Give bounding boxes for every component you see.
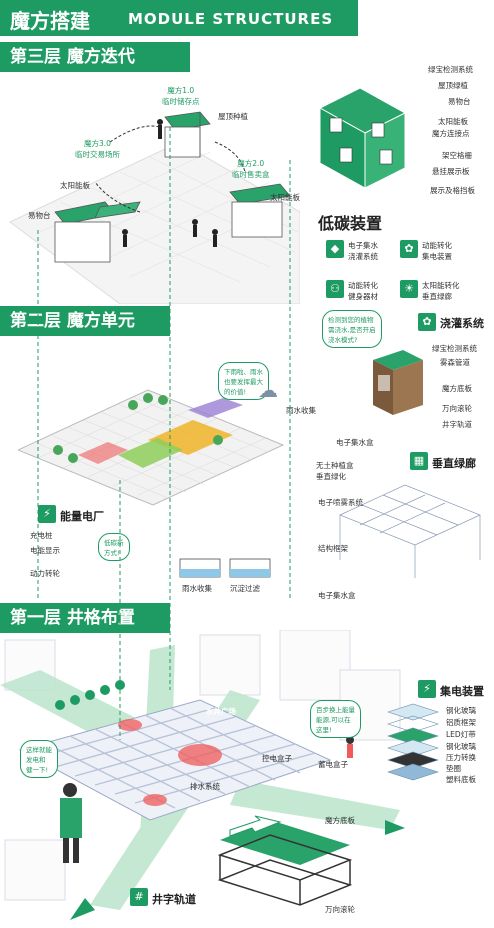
layer2-bubble: 下雨啦、雨水 也要发挥最大 的价值! <box>218 362 269 400</box>
cube-label-3: 太阳能板 <box>438 117 468 126</box>
wheel-label: 万向滚轮 <box>325 905 355 914</box>
lowcarbon-title: 低碳装置 <box>318 214 383 233</box>
irrigation-label-3: 万向滚轮 <box>442 404 472 413</box>
irrigation-tank-label: 电子集水盒 <box>336 438 374 447</box>
cube-3 <box>54 201 141 263</box>
shelf-label: 易物台 <box>28 211 51 220</box>
market-label: 水井广场 <box>206 707 236 716</box>
layer2-title: 第二层 魔方单元 <box>0 306 170 336</box>
cube-label-7: 展示及格挡板 <box>430 186 475 195</box>
layer3-title: 第三层 魔方迭代 <box>0 42 190 72</box>
header-title-en: MODULE STRUCTURES <box>128 10 334 28</box>
store-label: 控电盒子 <box>262 754 292 763</box>
cube-1 <box>164 111 211 158</box>
power-label-0: 充电桩 <box>30 531 53 540</box>
vertical-title: 垂直绿廊 <box>432 457 476 470</box>
power-title: 能量电厂 <box>60 510 104 523</box>
cube-label-0: 绿宝检测系统 <box>428 65 473 74</box>
header-title-cn: 魔方搭建 <box>10 9 90 33</box>
cube-2 <box>229 183 291 238</box>
cloud-icon: ☁ <box>258 378 278 402</box>
vertical-icon: ▦ <box>410 452 428 470</box>
power-label-1: 电能显示 <box>30 546 60 555</box>
storage-label: 蓄电盒子 <box>318 760 348 769</box>
irrigation-box <box>373 350 423 415</box>
cube-label-4: 魔方连接点 <box>432 129 470 138</box>
vertical-label-0: 无土种植盒 垂直绿化 <box>316 461 354 481</box>
collect-label: 雨水收集 <box>182 584 212 593</box>
planter-label: 屋顶种植 <box>218 112 248 121</box>
vertical-structure <box>339 484 481 578</box>
base-frame <box>217 815 353 906</box>
track-title: 井字轨道 <box>152 893 196 906</box>
layer1-bubble-2: 百步换上能量 能源,可以在 这里! <box>310 700 361 738</box>
irrigation-label-1: 雾森管道 <box>440 358 470 367</box>
cube-label-6: 悬挂展示板 <box>432 167 470 176</box>
charger-icon: ⚡ <box>418 680 436 698</box>
irrigation-bubble: 检测到您的植物 需浇水,是否开启 浇水模式? <box>322 310 382 348</box>
charger-label-3: 钢化玻璃 <box>446 742 476 751</box>
energy-icon: ✿ <box>400 240 418 258</box>
irrigation-label-2: 魔方底板 <box>442 384 472 393</box>
charger-title: 集电装置 <box>440 685 484 698</box>
charger-layers <box>387 703 439 781</box>
rain-label: 雨水收集 <box>286 406 316 415</box>
cube2-label: 魔方2.0 临时售卖盒 <box>232 159 270 179</box>
fitness-icon: ⚇ <box>326 280 344 298</box>
cube-label-2: 易物台 <box>448 97 471 106</box>
lowcarbon-item-3: 太阳能转化 垂直绿廊 <box>422 281 460 301</box>
irrigation-label-0: 绿宝检测系统 <box>432 344 477 353</box>
solar-icon: ☀ <box>400 280 418 298</box>
charger-label-4: 压力转换 <box>446 753 476 762</box>
water-tanks <box>179 558 271 578</box>
lowcarbon-item-0: 电子集水 浇灌系统 <box>348 241 378 261</box>
layer1-title: 第一层 井格布置 <box>0 603 170 633</box>
power-bubble: 低碳新 方式! <box>98 533 130 561</box>
solar-label: 太阳能板 <box>60 181 90 190</box>
irrigation-icon: ✿ <box>418 313 436 331</box>
power-label-2: 动力转轮 <box>30 569 60 578</box>
charger-label-0: 钢化玻璃 <box>446 706 476 715</box>
drain-label: 排水系统 <box>190 782 220 791</box>
base-label: 魔方底板 <box>325 816 355 825</box>
layer1-bubble-1: 这样就能 发电和 健一下! <box>20 740 58 778</box>
cube3-label: 魔方3.0 临时交易场所 <box>75 139 120 159</box>
track-icon: # <box>130 888 148 906</box>
charger-label-6: 塑料底板 <box>446 775 476 784</box>
lowcarbon-item-2: 动能转化 健身器材 <box>348 281 378 301</box>
layer1-scene <box>0 630 405 920</box>
exploded-cube <box>318 87 407 189</box>
irrigation-label-4: 井字轨道 <box>442 420 472 429</box>
vertical-label-3: 电子集水盒 <box>318 591 356 600</box>
header-bar <box>0 0 358 36</box>
cube-label-1: 屋顶绿植 <box>438 81 468 90</box>
irrigation-title: 浇灌系统 <box>440 317 484 330</box>
water-tank-icon: ◆ <box>326 240 344 258</box>
filter-label: 沉淀过滤 <box>230 584 260 593</box>
solar2-label: 太阳能板 <box>270 193 300 202</box>
layer2-grid <box>18 389 285 506</box>
charger-label-2: LED灯带 <box>446 730 476 739</box>
lowcarbon-item-1: 动能转化 集电装置 <box>422 241 452 261</box>
charger-label-5: 垫圈 <box>446 764 461 773</box>
vertical-label-2: 结构框架 <box>318 544 348 553</box>
cube1-label: 魔方1.0 临时储存点 <box>162 86 200 106</box>
power-icon: ⚡ <box>38 505 56 523</box>
charger-label-1: 铝质框架 <box>446 718 476 727</box>
vertical-label-1: 电子喷雾系统 <box>318 498 363 507</box>
layer3-scene <box>9 111 300 304</box>
cube-label-5: 架空格栅 <box>442 151 472 160</box>
